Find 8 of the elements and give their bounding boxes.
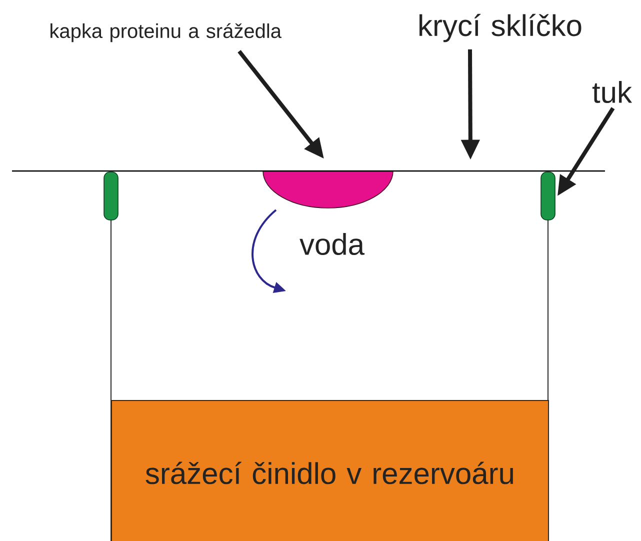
label-text: voda — [300, 232, 365, 255]
label-text: krycí sklíčko — [420, 14, 582, 42]
protein-drop — [262, 170, 394, 208]
label-text: kapka proteinu a srážedla — [50, 23, 282, 42]
grease-seal — [104, 172, 118, 220]
reservoir-box: srážecí činidlo v rezervoáru — [111, 400, 549, 541]
grease-seal — [540, 172, 556, 220]
label-text: tuk — [592, 80, 632, 104]
